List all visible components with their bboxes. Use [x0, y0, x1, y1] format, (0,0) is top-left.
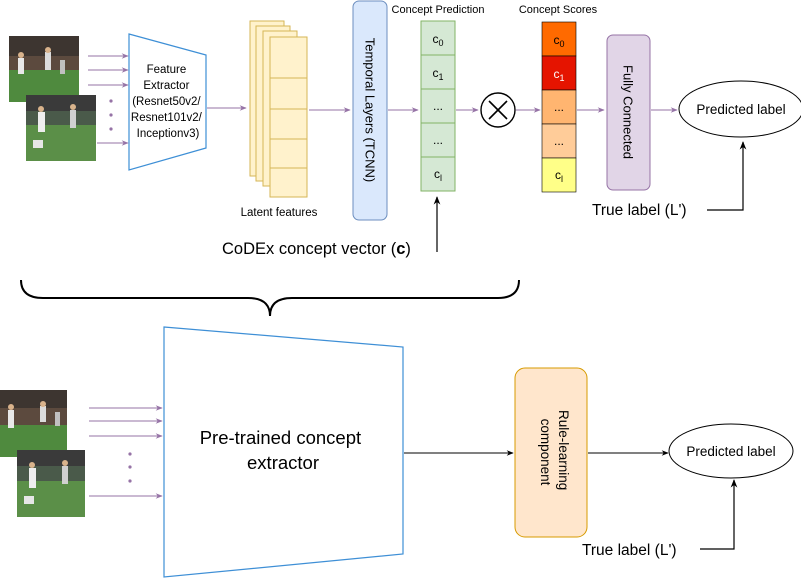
temporal-layers-label: Temporal Layers (TCNN) — [363, 38, 378, 182]
rule-learning-block — [514, 367, 588, 538]
true-label-arrow — [700, 479, 738, 550]
fully-connected-block — [606, 34, 651, 191]
baseball-frame-image — [26, 95, 96, 161]
latent-layer — [269, 36, 308, 198]
concept-prediction-cell — [420, 88, 456, 124]
pretrained-concept-extractor-label: Pre-trained concept extractor — [200, 427, 367, 473]
concept-prediction-cell — [420, 20, 456, 56]
concept-prediction-cell — [420, 54, 456, 90]
predicted-label-ellipse — [668, 423, 794, 479]
true-label-text: True label (L') — [592, 202, 687, 219]
ellipsis-dots — [109, 99, 113, 131]
baseball-frame-image — [9, 36, 79, 102]
concept-prediction-cell-label: cl — [434, 167, 442, 183]
concept-prediction-cell-label: ... — [433, 99, 443, 113]
concept-score-cell-label: c1 — [553, 67, 564, 83]
feature-extractor-label: Feature Extractor (Resnet50v2/ Resnet101… — [131, 64, 205, 140]
predicted-label-text: Predicted label — [696, 102, 785, 117]
multiply-icon — [480, 92, 516, 128]
pretrained-concept-extractor-block — [163, 326, 404, 578]
codex-concept-vector-label: CoDEx concept vector (c) — [222, 240, 411, 258]
concept-prediction-column: c0 c1 ... ... cl — [420, 20, 456, 192]
predicted-label-text: Predicted label — [686, 444, 775, 459]
ellipsis-dots — [128, 452, 132, 483]
concept-score-cell — [541, 123, 577, 159]
baseball-frame-image — [17, 450, 85, 517]
concept-score-cell-label: ... — [554, 134, 564, 148]
concept-scores-column: c0 c1 ... ... cl — [541, 21, 577, 193]
concept-score-cell — [541, 21, 577, 57]
concept-score-cell-label: cl — [555, 168, 563, 184]
concept-prediction-title: Concept Prediction — [392, 4, 485, 16]
true-label-arrow — [707, 141, 747, 211]
concept-prediction-cell — [420, 156, 456, 192]
baseball-frame-image — [0, 390, 67, 457]
concept-prediction-cell-label: ... — [433, 133, 443, 147]
feature-extractor-block — [128, 33, 207, 171]
fully-connected-label: Fully Connected — [621, 65, 636, 159]
temporal-layers-block — [352, 0, 388, 221]
concept-score-cell — [541, 89, 577, 125]
concept-score-cell — [541, 157, 577, 193]
predicted-label-ellipse — [678, 80, 801, 138]
latent-features-stack — [249, 20, 308, 198]
concept-score-cell-label: ... — [554, 100, 564, 114]
concept-score-cell — [541, 55, 577, 91]
concept-prediction-cell-label: c0 — [432, 32, 443, 48]
concept-prediction-cell-label: c1 — [432, 66, 443, 82]
latent-features-label: Latent features — [241, 207, 318, 219]
concept-scores-title: Concept Scores — [519, 4, 598, 16]
rule-learning-label: Rule-learning component — [538, 410, 571, 494]
true-label-text: True label (L') — [582, 542, 677, 559]
concept-score-cell-label: c0 — [553, 33, 564, 49]
curly-brace — [20, 279, 520, 317]
